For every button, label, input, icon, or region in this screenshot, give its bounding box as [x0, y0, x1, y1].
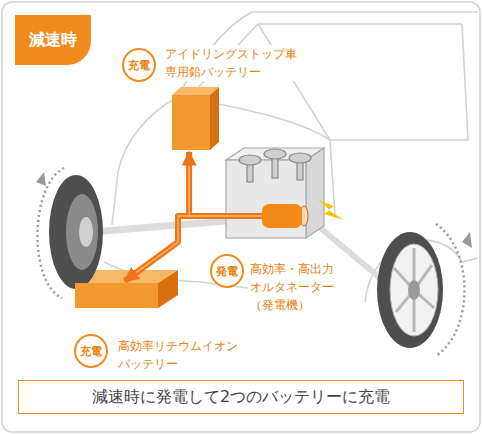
roof-line [118, 12, 478, 172]
battery-side [210, 87, 219, 150]
rotation-arcs [37, 168, 464, 356]
flow-highlight [136, 216, 262, 273]
hub [408, 280, 420, 300]
flow-highlight [189, 166, 262, 216]
left-wheel [49, 175, 103, 289]
lightning-symbol [318, 200, 344, 220]
caption-box: 減速時に発電して2つのバッテリーに充電 [18, 380, 464, 414]
badge: 充電 [74, 334, 108, 368]
lead-battery: 充電アイドリングストップ車 専用鉛バッテリー [172, 95, 210, 150]
badge: 発電 [210, 254, 244, 288]
tire [377, 232, 443, 348]
pulley [239, 155, 261, 165]
rim [390, 244, 438, 336]
flow-arrow [189, 152, 262, 216]
engine-front [226, 160, 306, 238]
rotation-arrowhead [462, 232, 472, 248]
rotation-arc [37, 168, 64, 298]
right-wheel [377, 232, 443, 348]
spokes [394, 248, 434, 332]
rotation-arc [436, 224, 465, 356]
tire [49, 175, 103, 289]
part-label: 高効率リチウムイオン バッテリー [116, 337, 252, 373]
door-line [330, 140, 335, 215]
engine [226, 148, 324, 238]
pulley [264, 149, 286, 159]
lithium-battery: 充電高効率リチウムイオン バッテリー [75, 283, 158, 308]
front-line [112, 172, 118, 225]
pulley [289, 153, 311, 163]
scene-tab: 減速時 [15, 15, 91, 65]
lead-battery-faces [172, 87, 219, 150]
rim [66, 194, 98, 270]
tab-title: 減速時 [29, 30, 77, 51]
part-label: アイドリングストップ車 専用鉛バッテリー [163, 45, 309, 81]
alternator: 発電高効率・高出力 オルタネーター （発電機） [262, 204, 302, 228]
badge: 充電 [122, 48, 156, 82]
battery-side [158, 270, 178, 308]
part-label: 高効率・高出力 オルタネーター （発電機） [248, 260, 350, 314]
rotation-arrowhead [36, 172, 46, 186]
pulleys [239, 149, 311, 182]
hub [79, 217, 93, 247]
